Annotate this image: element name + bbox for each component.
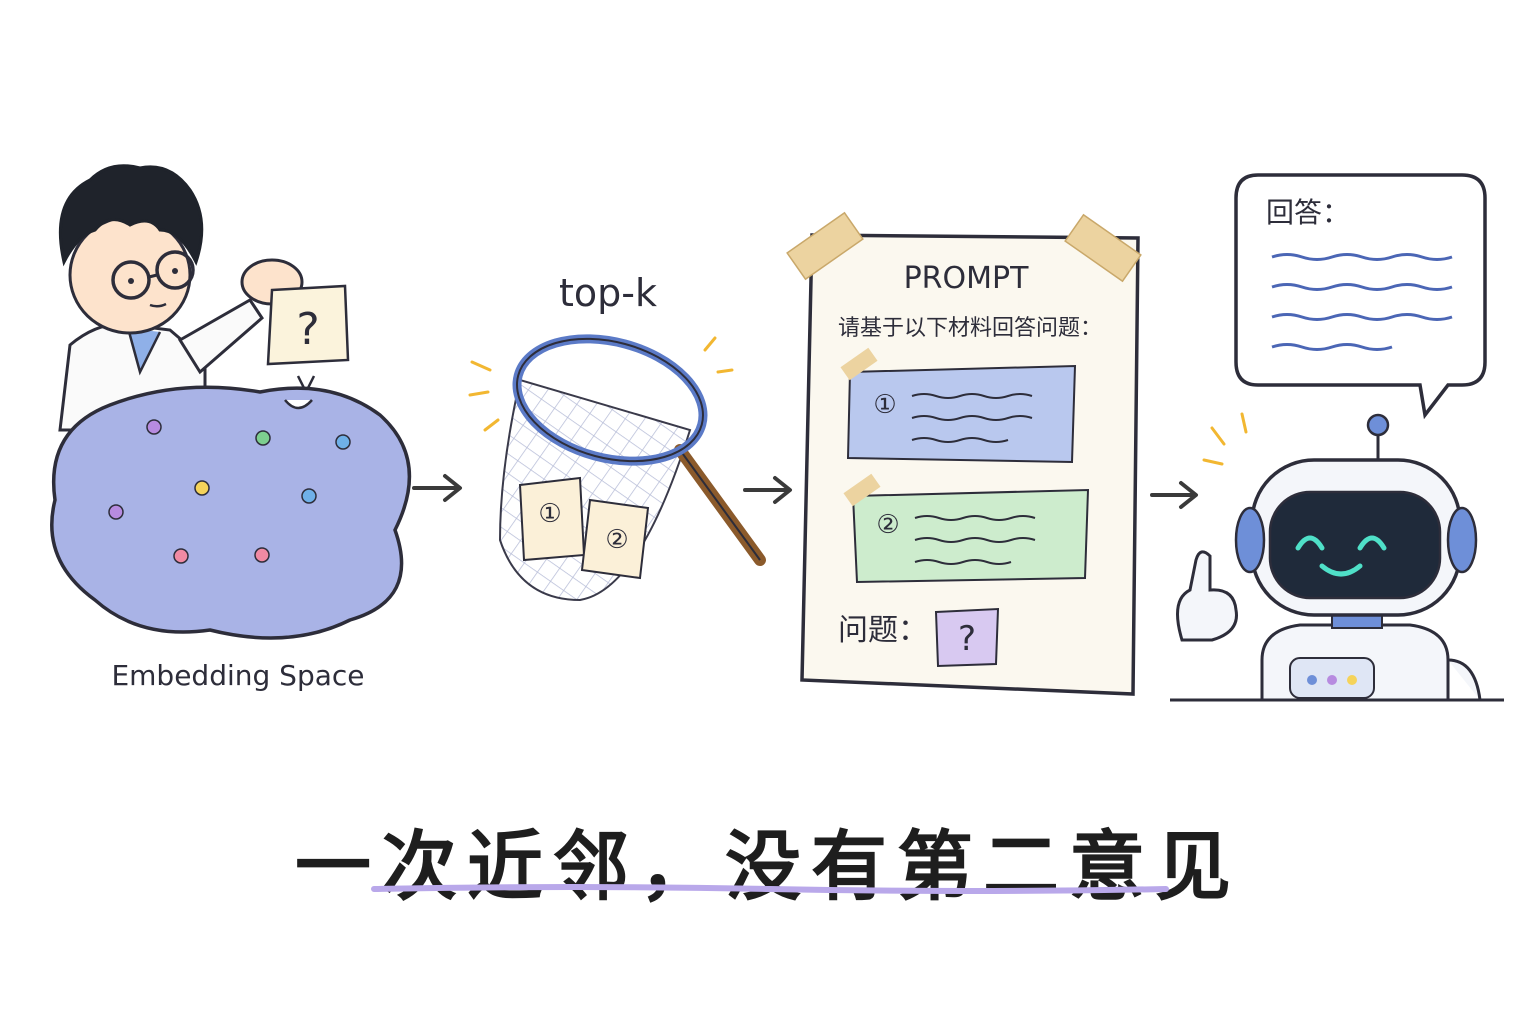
arrow-right-icon xyxy=(412,474,462,502)
scientist-icon xyxy=(58,164,304,432)
caption-title: 一次近邻，没有第二意见 xyxy=(295,822,1241,911)
question-label: 问题： xyxy=(838,613,928,648)
prompt-title: PROMPT xyxy=(904,261,1030,296)
top-k-label: top-k xyxy=(559,271,657,315)
prompt-paper: PROMPT 请基于以下材料回答问题： ① ② 问题： ? xyxy=(786,211,1142,696)
robot-icon xyxy=(1170,412,1504,702)
arrow-right-icon xyxy=(743,476,792,504)
embedding-space-blob xyxy=(50,385,412,640)
net-card-1-marker: ① xyxy=(538,499,561,529)
doc-2-marker: ② xyxy=(876,510,899,540)
butterfly-net-icon: ① ② xyxy=(468,334,766,602)
question-mark: ? xyxy=(958,619,976,659)
answer-speech-bubble: 回答： xyxy=(1234,173,1487,420)
embedding-space-label: Embedding Space xyxy=(111,659,364,692)
prompt-instruction: 请基于以下材料回答问题： xyxy=(838,316,1102,341)
query-card: ? xyxy=(266,284,350,395)
arrow-right-icon xyxy=(1150,481,1198,509)
query-mark: ? xyxy=(296,304,319,355)
caption-underline xyxy=(371,884,1169,894)
answer-label: 回答： xyxy=(1266,196,1350,229)
net-card-2-marker: ② xyxy=(605,525,628,555)
doc-1-marker: ① xyxy=(873,390,896,420)
